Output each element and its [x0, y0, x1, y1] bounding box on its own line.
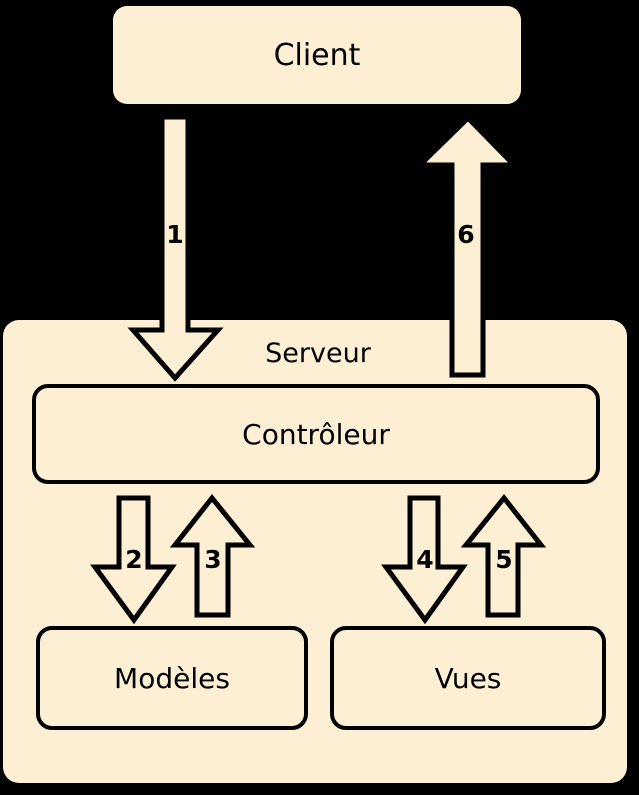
arrow-1-body[interactable] — [127, 114, 224, 382]
arrow-6-body[interactable] — [413, 114, 520, 378]
arrow-3-body[interactable] — [169, 493, 256, 618]
arrow-2-body[interactable] — [90, 495, 177, 625]
arrow-group — [90, 114, 547, 625]
client-box[interactable] — [113, 6, 521, 104]
vues-box[interactable] — [330, 626, 606, 730]
modeles-box[interactable] — [36, 626, 308, 730]
controleur-box[interactable] — [32, 384, 600, 484]
arrow-5-body[interactable] — [460, 493, 547, 618]
arrow-4-body[interactable] — [381, 495, 468, 625]
